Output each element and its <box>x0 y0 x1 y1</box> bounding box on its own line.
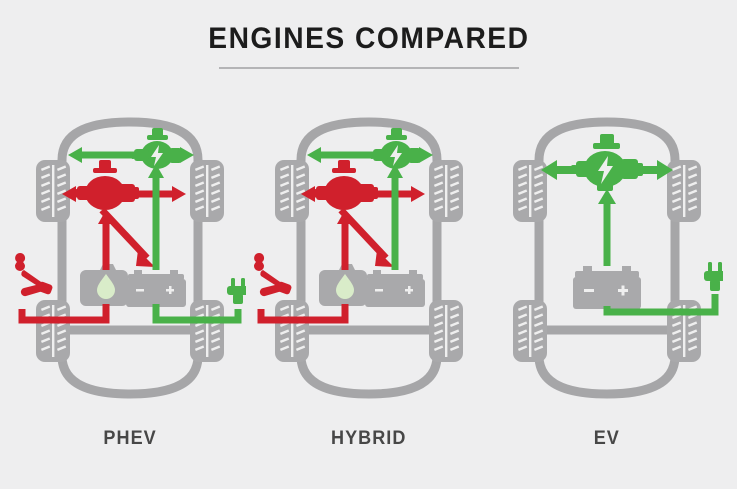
fuel-nozzle-icon <box>253 253 291 297</box>
car-chassis-outline <box>296 117 441 399</box>
fuel-line-engine-to-battery <box>99 207 150 261</box>
fuel-tank-icon <box>80 264 128 306</box>
charging-plug-icon <box>704 262 723 291</box>
car-chassis-outline <box>534 117 680 399</box>
tire-rear-right <box>428 300 463 362</box>
tire-front-left <box>513 160 547 222</box>
battery-icon <box>126 270 186 307</box>
diagram-label-hybrid: HYBRID <box>330 428 407 449</box>
rear-body-arc <box>296 317 441 399</box>
combustion-engine-icon <box>73 160 139 210</box>
charging-plug-icon <box>227 278 246 304</box>
tire-rear-right <box>190 300 224 362</box>
diagram-phev: PHEV <box>14 98 246 450</box>
ev-car-schematic <box>513 117 723 399</box>
electric-motor-icon <box>131 128 185 169</box>
tire-front-left <box>36 160 70 222</box>
front-body-arc <box>296 117 441 199</box>
electric-arrow-left-wheel <box>68 147 82 163</box>
tire-front-right <box>190 160 224 222</box>
tire-front-right <box>667 160 701 222</box>
electric-motor-icon <box>369 128 424 169</box>
diagram-label-phev: PHEV <box>103 428 157 449</box>
electric-arrow-left-wheel <box>306 147 321 163</box>
wheels-group <box>513 160 701 362</box>
fuel-line-engine-to-battery <box>337 207 389 261</box>
phev-car-schematic <box>15 117 246 399</box>
car-chassis-outline <box>57 117 203 399</box>
fuel-arrow-right-wheel <box>410 186 425 202</box>
electric-motor-icon <box>571 134 643 191</box>
electric-flow-group <box>68 147 242 324</box>
fuel-arrow-left-wheel <box>300 186 315 202</box>
diagram-label-ev: EV <box>593 428 621 449</box>
tire-rear-left <box>36 300 70 362</box>
title-divider <box>218 67 519 69</box>
electric-arrow-to-motor <box>386 164 403 178</box>
fuel-tank-icon <box>318 264 367 306</box>
hybrid-car-schematic <box>253 117 463 399</box>
fuel-arrow-to-battery <box>136 250 155 267</box>
electric-line-plug-to-battery <box>603 294 719 316</box>
front-body-arc <box>534 117 680 199</box>
battery-icon <box>364 270 425 307</box>
diagram-hybrid: HYBRID <box>253 98 485 450</box>
fuel-arrow-right-wheel <box>172 186 186 202</box>
wheels-group <box>36 160 224 362</box>
fuel-line-nozzle-to-tank <box>18 304 110 324</box>
combustion-engine-icon <box>311 160 378 210</box>
electric-flow-group <box>306 147 433 270</box>
fuel-nozzle-icon <box>15 253 53 297</box>
electric-arrow-left-wheel <box>541 160 557 180</box>
electric-line-plug-to-battery <box>152 304 242 324</box>
battery-icon <box>573 266 641 309</box>
diagram-ev: EV <box>491 98 723 450</box>
title-block: ENGINES COMPARED <box>0 22 737 69</box>
rear-body-arc <box>534 317 680 399</box>
tire-front-right <box>428 160 463 222</box>
fuel-arrow-left-wheel <box>62 186 76 202</box>
electric-arrow-right-wheel <box>657 160 673 180</box>
electric-arrow-to-motor <box>148 164 164 178</box>
fuel-line-nozzle-to-tank <box>257 304 348 324</box>
diagram-row: PHEV <box>0 98 737 450</box>
electric-arrow-to-motor <box>598 189 616 204</box>
front-body-arc <box>57 117 203 199</box>
rear-body-arc <box>57 317 203 399</box>
tire-front-left <box>274 160 309 222</box>
tire-rear-left <box>513 300 547 362</box>
fuel-arrow-to-battery <box>374 250 394 267</box>
page-title: ENGINES COMPARED <box>207 22 530 55</box>
wheels-group <box>274 160 463 362</box>
tire-rear-left <box>274 300 309 362</box>
